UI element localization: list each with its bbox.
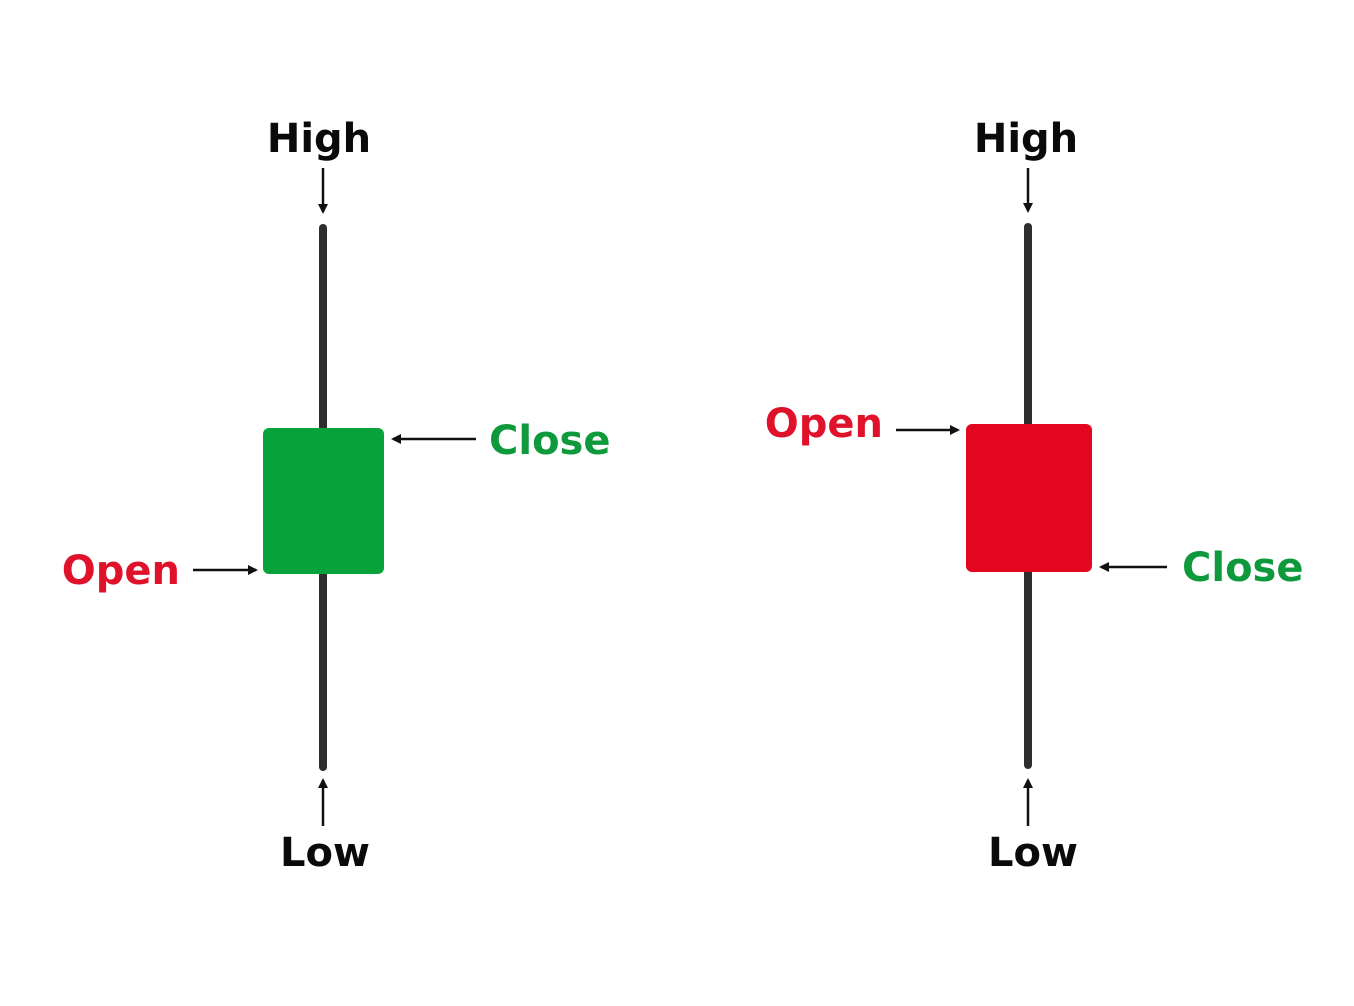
bearish-candle: High Open Close Low [765, 116, 1304, 876]
close-label: Close [489, 418, 610, 464]
low-label: Low [280, 830, 370, 876]
candle-body [263, 428, 384, 574]
open-label: Open [765, 401, 883, 447]
bullish-candle: High Close Open Low [62, 116, 611, 876]
open-label: Open [62, 548, 180, 594]
high-label: High [267, 116, 371, 162]
low-label: Low [988, 830, 1078, 876]
candle-body [966, 424, 1092, 572]
close-label: Close [1182, 545, 1303, 591]
high-label: High [974, 116, 1078, 162]
